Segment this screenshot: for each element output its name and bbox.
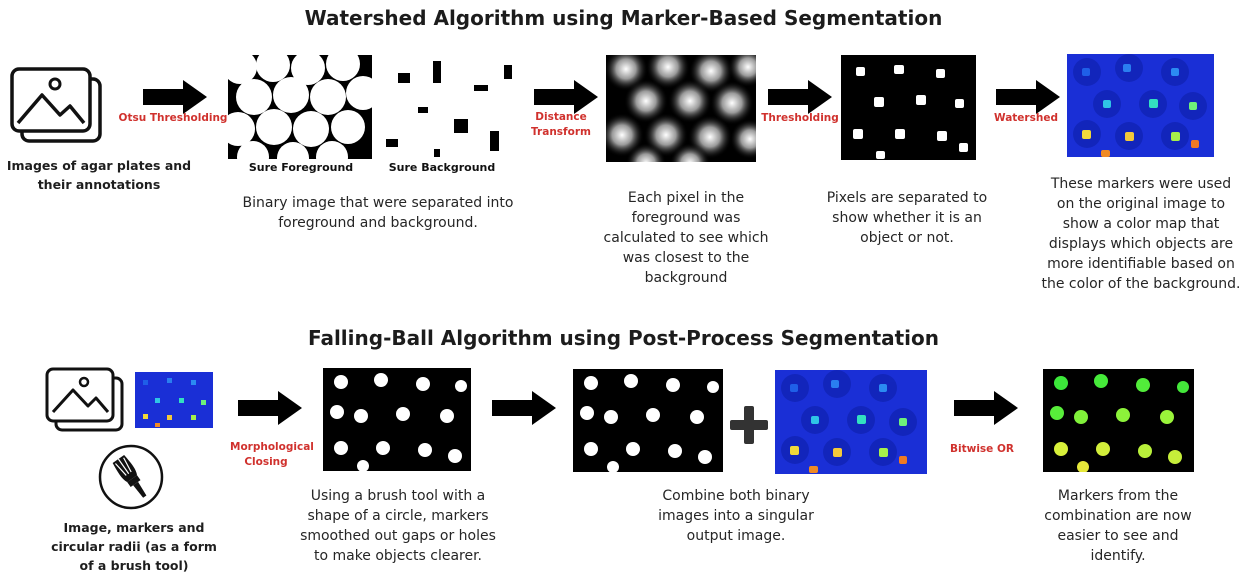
step-label-distance-transform: Distance Transform <box>531 111 591 138</box>
sure-foreground-background-image <box>228 55 517 159</box>
right-arrow-icon <box>534 80 598 114</box>
falling-ball-title: Falling-Ball Algorithm using Post-Proces… <box>307 326 940 350</box>
distance-description: Each pixel in the foreground was calcula… <box>603 190 769 286</box>
plus-icon <box>728 404 770 446</box>
step-label-watershed: Watershed <box>994 112 1058 124</box>
bitwise-or-result-image <box>1043 369 1194 472</box>
image-stack-icon <box>8 65 108 150</box>
closing-description: Using a brush tool with a shape of a cir… <box>300 488 496 564</box>
image-stack-icon <box>44 366 130 436</box>
watershed-colormap-image <box>1067 54 1214 157</box>
watershed-input-caption: Images of agar plates and their annotati… <box>6 158 192 192</box>
morphological-closing-image <box>323 368 471 471</box>
step-label-bitwise-or: Bitwise OR <box>950 443 1014 455</box>
step-label-morphological-closing: Morphological Closing <box>230 441 314 468</box>
right-arrow-icon <box>238 391 302 425</box>
result-description: Markers from the combination are now eas… <box>1044 488 1192 564</box>
step-label-thresholding: Thresholding <box>761 112 839 124</box>
sure-background-caption: Sure Background <box>388 161 496 174</box>
threshold-markers-image <box>841 55 976 160</box>
right-arrow-icon <box>954 391 1018 425</box>
binary-input-image <box>573 369 723 472</box>
right-arrow-icon <box>996 80 1060 114</box>
threshold-description: Pixels are separated to show whether it … <box>826 190 988 246</box>
distance-transform-image <box>606 55 756 162</box>
right-arrow-icon <box>768 80 832 114</box>
step-label-otsu: Otsu Thresholding <box>118 112 228 124</box>
right-arrow-icon <box>143 80 207 114</box>
falling-ball-input-caption: Image, markers and circular radii (as a … <box>51 520 217 573</box>
binary-description: Binary image that were separated into fo… <box>242 195 514 231</box>
brush-icon <box>97 443 165 511</box>
markers-thumbnail-image <box>135 372 213 428</box>
watershed-description: These markers were used on the original … <box>1041 176 1241 292</box>
combine-description: Combine both binary images into a singul… <box>658 488 814 544</box>
sure-foreground-caption: Sure Foreground <box>248 161 354 174</box>
right-arrow-icon <box>492 391 556 425</box>
colormap-input-image <box>775 370 927 474</box>
watershed-title: Watershed Algorithm using Marker-Based S… <box>304 6 943 30</box>
